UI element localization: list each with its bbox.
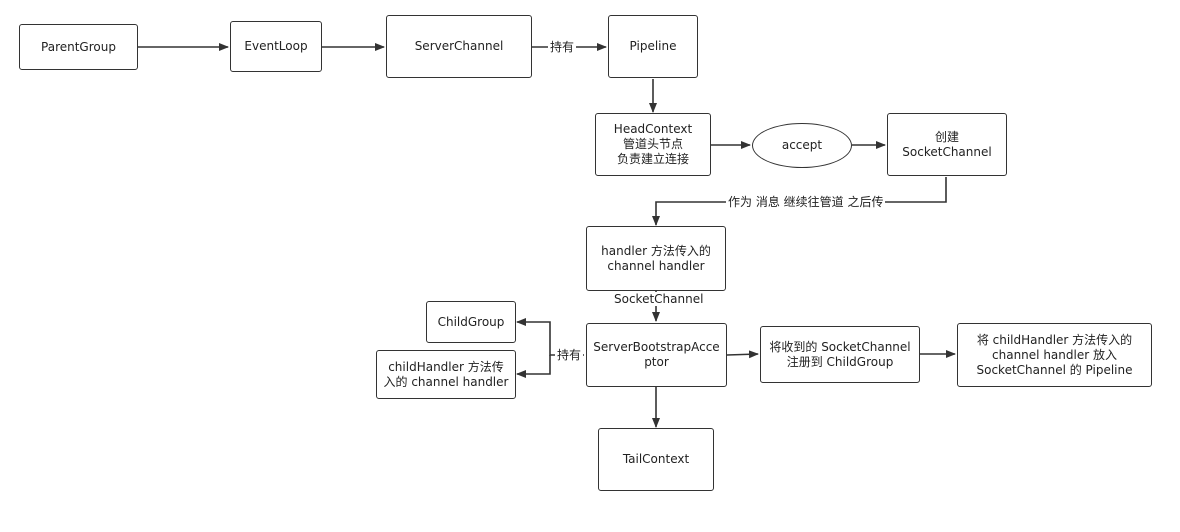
acceptor-node: ServerBootstrapAcce ptor <box>586 323 727 387</box>
event-loop-node: EventLoop <box>230 21 322 72</box>
edge-label-hold-children: 持有 <box>555 348 584 362</box>
child-group-node: ChildGroup <box>426 301 516 343</box>
edge-acceptor-register <box>726 350 759 359</box>
accept-node: accept <box>752 123 852 168</box>
pipeline-node: Pipeline <box>608 15 698 78</box>
edge-label-pass-message: 作为 消息 继续往管道 之后传 <box>726 195 886 209</box>
edge-acceptor-childhandler <box>516 355 551 378</box>
parent-group-node: ParentGroup <box>19 24 138 70</box>
edge-label-socket-channel: SocketChannel <box>612 292 706 306</box>
server-channel-node: ServerChannel <box>386 15 532 78</box>
put-child-handler-node: 将 childHandler 方法传入的 channel handler 放入 … <box>957 323 1152 387</box>
tail-context-node: TailContext <box>598 428 714 491</box>
register-node: 将收到的 SocketChannel 注册到 ChildGroup <box>760 326 920 383</box>
handler-node: handler 方法传入的 channel handler <box>586 226 726 291</box>
create-socket-channel-node: 创建 SocketChannel <box>887 113 1007 176</box>
child-handler-node: childHandler 方法传 入的 channel handler <box>376 350 516 399</box>
edge-label-hold-pipeline: 持有 <box>548 40 577 54</box>
head-context-node: HeadContext 管道头节点 负责建立连接 <box>595 113 711 176</box>
